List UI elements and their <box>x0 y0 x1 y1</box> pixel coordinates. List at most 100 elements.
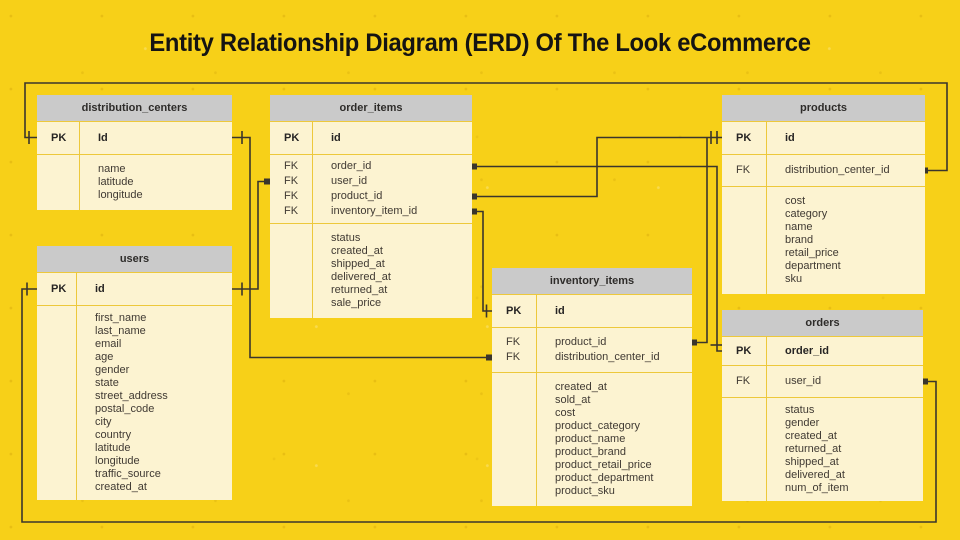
table-inventory-items: inventory_items PK id FK FK product_id d… <box>492 268 692 506</box>
field-cell: created_at sold_at cost product_category… <box>537 373 692 506</box>
field-cell: product_id distribution_center_id <box>537 328 692 372</box>
field-name: delivered_at <box>785 469 845 481</box>
pk-label: PK <box>284 132 300 144</box>
fk-field: distribution_center_id <box>555 351 660 363</box>
field-name: cost <box>555 407 576 419</box>
fk-label: FK <box>736 375 751 387</box>
table-title: distribution_centers <box>37 95 232 121</box>
table-title: orders <box>722 310 923 336</box>
table-users: users PK id first_name last_name email a… <box>37 246 232 500</box>
key-cell <box>722 398 767 501</box>
key-cell <box>492 373 537 506</box>
field-name: age <box>95 351 114 363</box>
key-cell: PK <box>492 295 537 327</box>
field-name: gender <box>95 364 130 376</box>
pk-field: id <box>95 283 105 295</box>
field-name: email <box>95 338 122 350</box>
field-name: department <box>785 260 841 272</box>
fk-label: FK <box>736 164 751 176</box>
pk-row: PK id <box>37 272 232 305</box>
field-name: status <box>331 232 361 244</box>
fk-field: inventory_item_id <box>331 205 418 217</box>
field-name: returned_at <box>785 443 842 455</box>
key-cell <box>722 187 767 294</box>
key-cell: PK <box>722 122 767 154</box>
field-cell: order_id <box>767 337 923 365</box>
fk-field: distribution_center_id <box>785 164 890 176</box>
field-cell: status gender created_at returned_at shi… <box>767 398 923 501</box>
fk-section: FK user_id <box>722 365 923 397</box>
key-cell: PK <box>722 337 767 365</box>
rel-order-items--products <box>471 131 722 200</box>
pk-label: PK <box>506 305 522 317</box>
field-name: shipped_at <box>331 258 385 270</box>
key-cell: PK <box>37 273 77 305</box>
key-cell <box>37 155 80 210</box>
page-title: Entity Relationship Diagram (ERD) Of The… <box>149 29 811 57</box>
fk-label: FK <box>284 160 299 172</box>
attributes-section: created_at sold_at cost product_category… <box>492 372 692 506</box>
pk-label: PK <box>736 345 752 357</box>
pk-row: PK id <box>722 121 925 154</box>
field-name: product_name <box>555 433 626 445</box>
field-cell: id <box>77 273 232 305</box>
field-name: status <box>785 404 815 416</box>
field-name: cost <box>785 195 806 207</box>
key-cell <box>37 306 77 500</box>
field-name: latitude <box>95 442 131 454</box>
field-name: state <box>95 377 119 389</box>
rel-order-items--inventory-items <box>471 208 492 318</box>
field-cell: cost category name brand retail_price de… <box>767 187 925 294</box>
rel-order-items--users <box>232 178 270 296</box>
field-name: street_address <box>95 390 168 402</box>
fk-field: user_id <box>331 175 368 187</box>
field-name: returned_at <box>331 284 388 296</box>
key-cell: PK <box>270 122 313 154</box>
field-name: created_at <box>331 245 383 257</box>
attributes-section: status gender created_at returned_at shi… <box>722 397 923 501</box>
fk-label: FK <box>506 336 521 348</box>
field-name: product_brand <box>555 446 626 458</box>
field-name: longitude <box>98 189 143 201</box>
field-name: longitude <box>95 455 140 467</box>
fk-label: FK <box>506 351 521 363</box>
field-name: retail_price <box>785 247 839 259</box>
field-cell: user_id <box>767 366 923 397</box>
pk-field: id <box>785 132 795 144</box>
attributes-section: first_name last_name email age gender st… <box>37 305 232 500</box>
pk-field: id <box>331 132 341 144</box>
table-order-items: order_items PK id FK FK FK FK order_id u… <box>270 95 472 318</box>
field-name: sale_price <box>331 297 382 309</box>
field-cell: Id <box>80 122 232 154</box>
field-name: product_department <box>555 472 654 484</box>
key-cell: PK <box>37 122 80 154</box>
field-cell: distribution_center_id <box>767 155 925 186</box>
field-cell: id <box>767 122 925 154</box>
fk-section: FK distribution_center_id <box>722 154 925 186</box>
pk-label: PK <box>736 132 752 144</box>
attributes-section: status created_at shipped_at delivered_a… <box>270 223 472 318</box>
table-title: products <box>722 95 925 121</box>
fk-section: FK FK product_id distribution_center_id <box>492 327 692 372</box>
field-name: gender <box>785 417 820 429</box>
pk-field: id <box>555 305 565 317</box>
field-name: sold_at <box>555 394 591 406</box>
fk-label: FK <box>284 205 299 217</box>
table-title: order_items <box>270 95 472 121</box>
attributes-section: name latitude longitude <box>37 154 232 210</box>
fk-label: FK <box>284 190 299 202</box>
pk-row: PK Id <box>37 121 232 154</box>
key-cell: FK <box>722 366 767 397</box>
field-name: delivered_at <box>331 271 391 283</box>
pk-label: PK <box>51 283 67 295</box>
field-name: traffic_source <box>95 468 161 480</box>
field-name: latitude <box>98 176 134 188</box>
fk-section: FK FK FK FK order_id user_id product_id … <box>270 154 472 223</box>
field-name: country <box>95 429 132 441</box>
table-distribution-centers: distribution_centers PK Id name latitude… <box>37 95 232 210</box>
field-name: city <box>95 416 112 428</box>
key-cell: FK FK <box>492 328 537 372</box>
table-title: inventory_items <box>492 268 692 294</box>
pk-label: PK <box>51 132 67 144</box>
